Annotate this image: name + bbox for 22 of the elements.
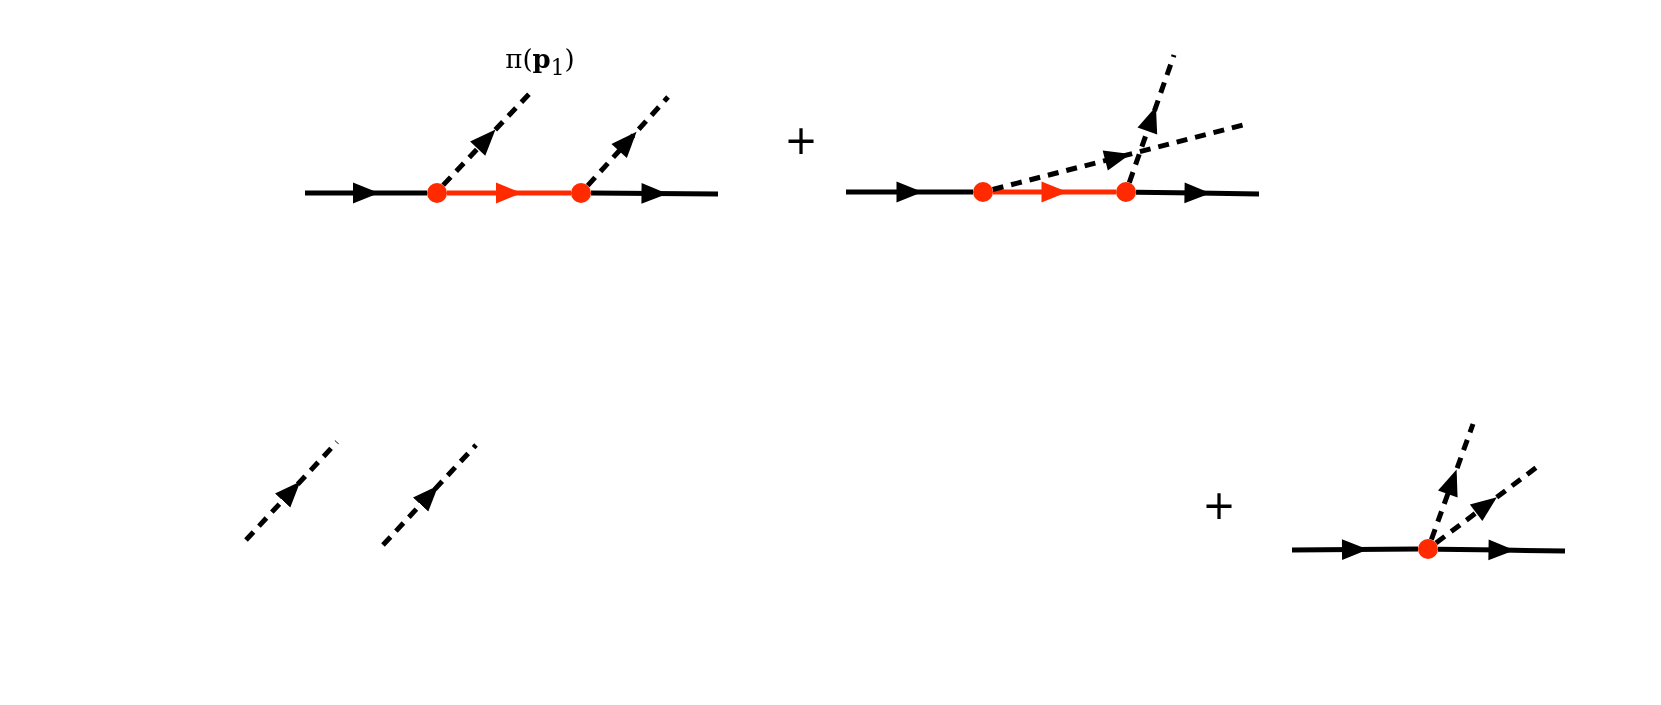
- arrow: [993, 181, 1116, 203]
- dashed-arrow: [1429, 423, 1476, 541]
- arrow: [1292, 539, 1419, 561]
- pion-label: π(p$_{1}$): [505, 44, 575, 80]
- vertex-dot: [427, 183, 447, 203]
- dashed-arrow: [441, 91, 532, 187]
- dashed-arrow: [1126, 54, 1177, 184]
- vertex-dot: [1418, 539, 1438, 559]
- dashed-arrow: [1434, 465, 1539, 545]
- arrow: [447, 182, 571, 204]
- plus-sign: +: [1202, 485, 1236, 525]
- arrow: [846, 181, 973, 203]
- vertex-dot: [1116, 182, 1136, 202]
- plus-sign: +: [784, 120, 818, 160]
- vertex-dot: [973, 182, 993, 202]
- arrow: [591, 183, 718, 204]
- dashed-arrow: [992, 122, 1244, 192]
- arrow: [305, 182, 427, 204]
- arrow: [1437, 539, 1566, 561]
- dashed-arrow: [585, 95, 670, 188]
- arrow: [1135, 182, 1260, 204]
- vertex-dot: [571, 183, 591, 203]
